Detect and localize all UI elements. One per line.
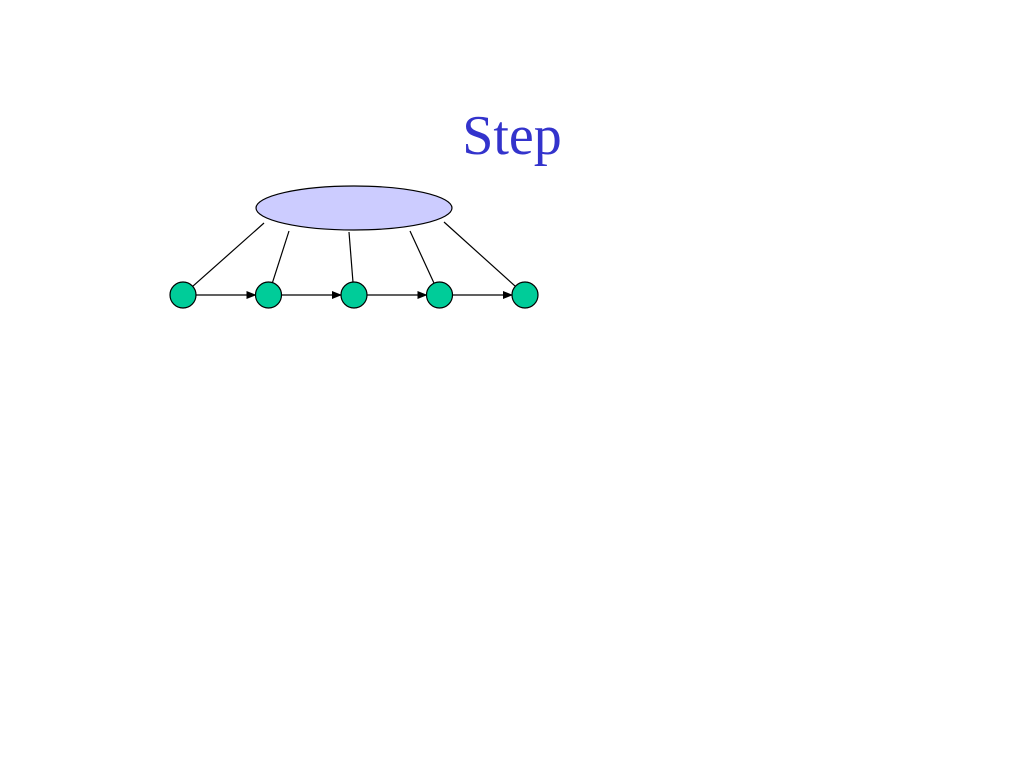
node-layer	[169, 281, 539, 309]
hub-edge-2	[271, 230, 290, 283]
hub-edge-3	[348, 231, 354, 283]
hub-edge-5	[443, 221, 516, 287]
hub-edge-4	[409, 230, 435, 284]
hub-edge-1	[192, 222, 265, 287]
chain-node-3	[340, 281, 368, 309]
chain-node-4	[425, 281, 454, 309]
chain-node-5	[511, 281, 539, 309]
chain-node-1	[169, 281, 197, 309]
hub-ellipse	[255, 185, 453, 231]
slide-title: Step	[462, 105, 562, 167]
hub-layer	[255, 185, 453, 231]
hub-edges	[192, 221, 516, 287]
chain-node-2	[254, 281, 283, 309]
